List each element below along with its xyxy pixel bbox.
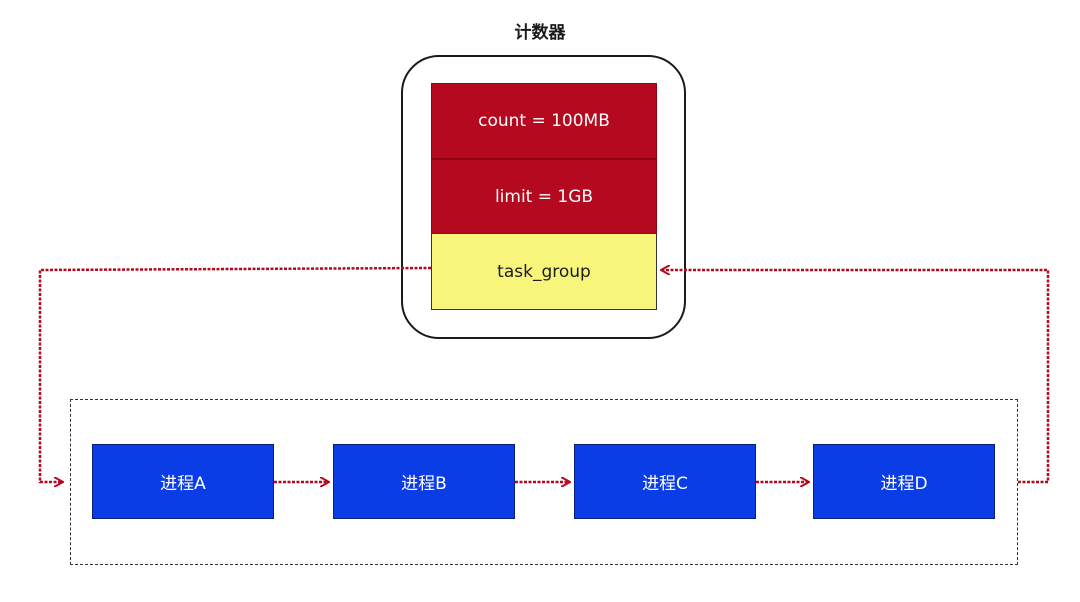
task-group-field: task_group <box>431 233 657 310</box>
diagram-title: 计数器 <box>514 23 566 43</box>
process-group-container <box>70 399 1018 565</box>
process-b-box: 进程B <box>333 444 515 519</box>
process-c-box: 进程C <box>574 444 756 519</box>
limit-field: limit = 1GB <box>431 159 657 235</box>
arrow-taskgroup-to-process-a <box>38 266 432 482</box>
count-field: count = 100MB <box>431 83 657 159</box>
counter-container <box>401 55 686 339</box>
process-a-box: 进程A <box>92 444 274 519</box>
process-d-box: 进程D <box>813 444 995 519</box>
arrow-process-d-to-taskgroup <box>662 270 1050 484</box>
